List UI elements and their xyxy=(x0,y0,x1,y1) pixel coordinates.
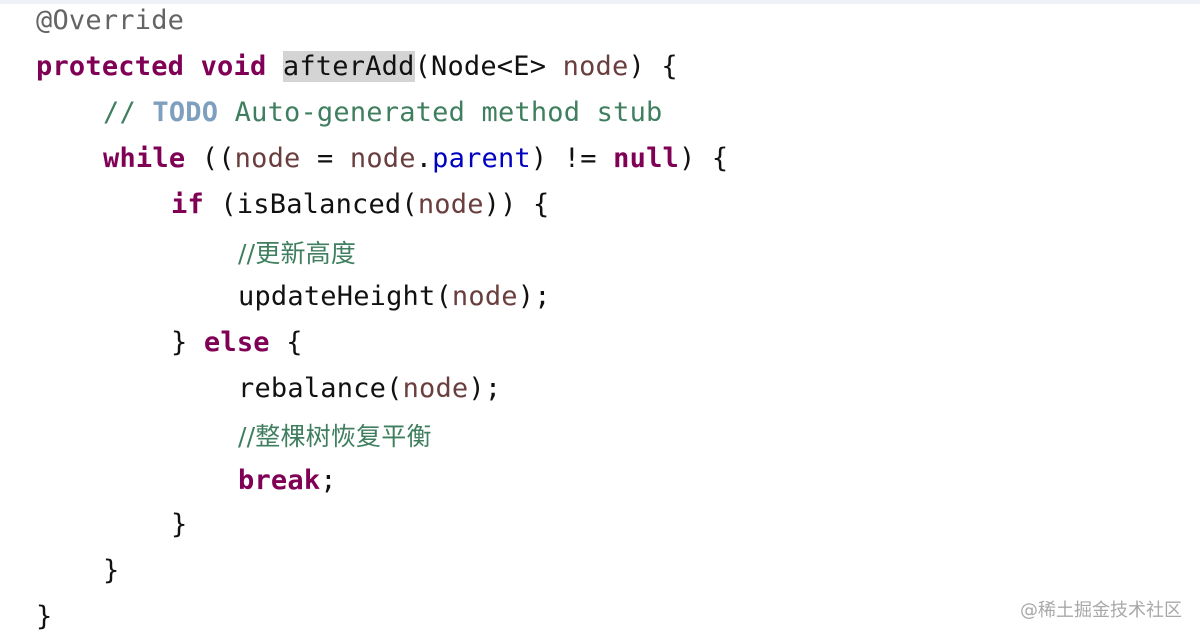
close-while-brace: } xyxy=(103,555,120,586)
code-line-7: updateHeight(node); xyxy=(238,280,551,314)
code-line-4: while ((node = node.parent) != null) { xyxy=(103,142,728,176)
code-line-9: rebalance(node); xyxy=(238,372,501,406)
semicolon-token: ; xyxy=(320,465,337,496)
comment-restore-balance: //整棵树恢复平衡 xyxy=(238,422,432,451)
keyword-protected: protected xyxy=(36,51,185,82)
keyword-else: else xyxy=(203,327,270,358)
signature-end-token: ) { xyxy=(628,51,678,82)
code-line-13: } xyxy=(103,554,119,588)
method-name-highlighted[interactable]: afterAdd xyxy=(282,51,415,82)
rebalance-call-token: rebalance( xyxy=(238,373,403,404)
code-line-5: if (isBalanced(node)) { xyxy=(171,188,550,222)
update-call-token: updateHeight( xyxy=(238,281,452,312)
code-line-6: //更新高度 xyxy=(238,237,356,271)
while-open-token: (( xyxy=(185,143,235,174)
code-line-12: } xyxy=(171,508,187,542)
code-line-1: @Override xyxy=(36,4,184,38)
code-line-2: protected void afterAdd(Node<E> node) { xyxy=(36,50,678,84)
code-line-11: break; xyxy=(238,464,337,498)
code-line-10: //整棵树恢复平衡 xyxy=(238,420,432,454)
dot-token: . xyxy=(415,143,433,174)
while-var-token: node xyxy=(234,143,301,174)
code-line-8: } else { xyxy=(171,326,303,360)
todo-tag: TODO xyxy=(152,97,219,128)
while-ne-token: ) != xyxy=(530,143,614,174)
comment-update-height: //更新高度 xyxy=(238,239,357,268)
while-assign-token: = xyxy=(300,143,350,174)
update-arg-token: node xyxy=(451,281,518,312)
keyword-null: null xyxy=(613,143,679,174)
todo-comment-prefix: // xyxy=(103,97,153,128)
else-open-brace: { xyxy=(269,327,303,358)
update-end-token: ); xyxy=(517,281,551,312)
while-obj-token: node xyxy=(349,143,416,174)
code-line-14: } xyxy=(36,600,52,634)
close-method-brace: } xyxy=(36,601,53,632)
site-watermark: @稀土掘金技术社区 xyxy=(1020,600,1182,621)
editor-top-strip xyxy=(0,0,1200,4)
todo-comment-text: Auto-generated method stub xyxy=(218,97,663,128)
keyword-void: void xyxy=(200,51,267,82)
else-close-brace: } xyxy=(171,327,204,358)
rebalance-arg-token: node xyxy=(402,373,469,404)
if-end-token: )) { xyxy=(483,189,550,220)
param-type-token: (Node<E> xyxy=(414,51,563,82)
keyword-if: if xyxy=(171,189,204,220)
while-end-token: ) { xyxy=(679,143,729,174)
field-parent-token: parent xyxy=(432,143,531,174)
if-open-token: (isBalanced( xyxy=(203,189,418,220)
keyword-break: break xyxy=(238,465,321,496)
param-name-token: node xyxy=(562,51,629,82)
code-line-3: // TODO Auto-generated method stub xyxy=(103,96,663,130)
rebalance-end-token: ); xyxy=(468,373,502,404)
keyword-while: while xyxy=(103,143,186,174)
if-arg-token: node xyxy=(417,189,484,220)
annotation-token: @Override xyxy=(36,5,185,36)
close-if-brace: } xyxy=(171,509,188,540)
